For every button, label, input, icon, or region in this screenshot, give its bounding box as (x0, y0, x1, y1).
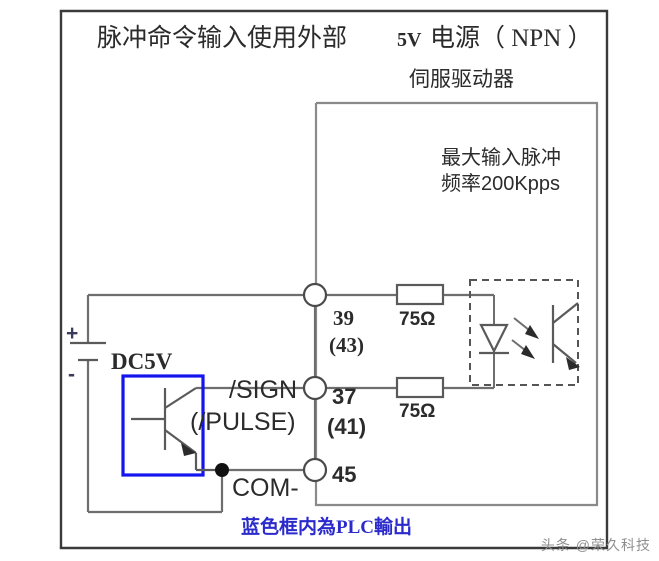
plc-output-note: 蓝色框内為PLC輸出 (241, 515, 412, 538)
optocoupler-phototransistor (551, 302, 580, 370)
resistor-2-body (395, 376, 445, 399)
optocoupler-led (479, 323, 509, 355)
resistor-2: 75Ω (395, 376, 445, 422)
terminal-37-number: 37 (332, 384, 356, 409)
signal-common-label: COM- (232, 474, 299, 502)
light-arrow-2-head (521, 345, 535, 359)
optocoupler-boundary (469, 279, 579, 386)
light-arrow-1-head (525, 325, 539, 339)
terminal-39-number: 39 (333, 306, 354, 330)
resistor-1: 75Ω (395, 283, 445, 330)
outer-frame (59, 9, 609, 550)
max-pulse-note-line2: 频率200Kpps (441, 172, 560, 195)
resistor-1-value: 75Ω (399, 309, 435, 330)
signal-pulse-label: (/PULSE) (190, 408, 296, 436)
transistor-collector-lead (164, 387, 197, 409)
com-junction-dot (215, 463, 229, 477)
npn-transistor (131, 387, 222, 472)
power-source-label: DC5V (111, 349, 173, 374)
watermark-text: 头条 @荣久科技 (540, 537, 651, 553)
phototransistor-collector-lead (552, 302, 579, 324)
max-pulse-note-line1: 最大输入脉冲 (441, 146, 561, 169)
terminal-45-number: 45 (332, 462, 356, 487)
battery-minus-sign: - (68, 363, 75, 386)
transistor-emitter-arrow (181, 443, 196, 456)
resistor-2-value: 75Ω (399, 401, 435, 422)
terminal-45[interactable] (302, 457, 328, 483)
phototransistor-emitter-arrow (566, 357, 580, 370)
diagram-title-main: 脉冲命令输入使用外部 (97, 24, 347, 52)
transistor-emitter-lead (164, 429, 197, 454)
terminal-39-alt: (43) (329, 333, 364, 357)
terminal-39[interactable] (302, 282, 328, 308)
signal-sign-label: /SIGN (229, 376, 297, 404)
dc-power-source (70, 341, 106, 362)
diagram-title-voltage: 5V (397, 29, 422, 51)
terminal-37[interactable] (302, 375, 328, 401)
resistor-1-body (395, 283, 445, 306)
plc-output-box (121, 374, 205, 477)
battery-plus-sign: + (66, 322, 78, 345)
servo-driver-label: 伺服驱动器 (409, 68, 514, 91)
optocoupler-light-arrows (511, 317, 539, 359)
phototransistor-emitter-lead (552, 343, 577, 364)
diagram-title-tail: 电源（ NPN ） (430, 24, 593, 52)
terminal-37-alt: (41) (327, 414, 366, 439)
led-triangle (479, 323, 509, 354)
